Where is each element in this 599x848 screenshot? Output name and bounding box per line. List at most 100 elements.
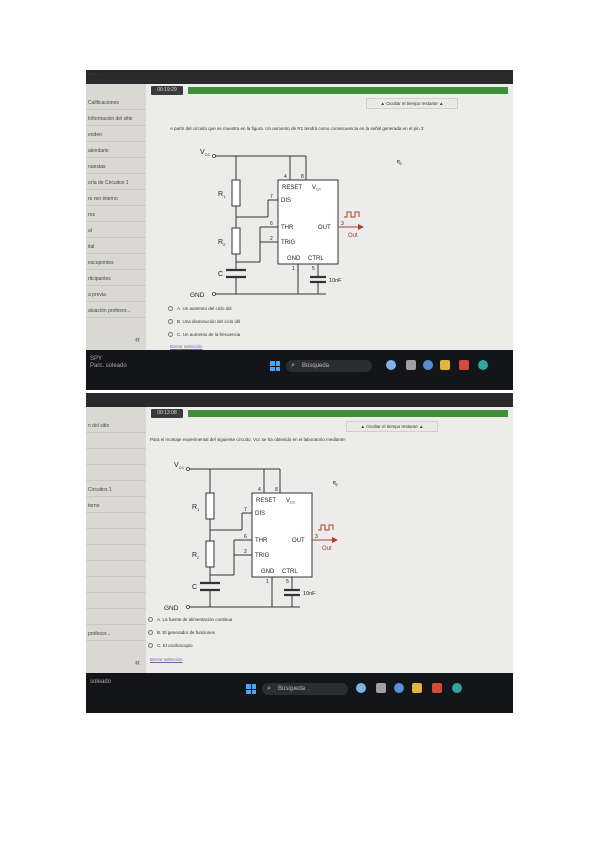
pin-number: 3 [315,534,318,540]
sidebar-item[interactable]: Circuitos 1 [86,484,146,497]
answer-option-c[interactable]: C. Un aumento de la frecuencia [168,332,240,337]
gnd-pin-label: GND [287,256,301,262]
task-view-icon[interactable] [406,360,416,370]
answer-option-b[interactable]: B. Una disminución del ciclo útil [168,319,240,324]
answer-option-c[interactable]: C. El osciloscopio [148,643,193,648]
browser-tab[interactable]: · · · [90,72,100,78]
mouse-cursor-icon: ⇖ [332,479,339,488]
hide-timer-button[interactable]: ▲ Ocultar el tiempo restante ▲ [346,421,438,432]
mouse-cursor-icon: ⇖ [396,158,403,167]
browser-tab-bar: · · · [86,70,513,84]
gnd-pin-label: GND [261,569,275,575]
photo-2: n del sitio Circuitos 1 terno profesor..… [86,393,513,713]
taskbar: soleado ⌕Búsqueda [86,673,513,713]
sidebar-item[interactable]: endeo [86,129,146,142]
taskbar-search[interactable]: ⌕Búsqueda [286,360,372,372]
sidebar-item[interactable]: rticipantes [86,273,146,286]
windows-start-icon[interactable] [246,684,256,694]
radio-icon[interactable] [148,617,153,622]
chat-icon[interactable] [386,360,396,370]
sidebar-item[interactable] [86,516,146,529]
pin-number: 4 [284,174,287,180]
sidebar-item[interactable]: a previa [86,289,146,302]
sidebar-item[interactable]: al [86,225,146,238]
sidebar-item[interactable]: terno [86,500,146,513]
sidebar-item[interactable] [86,452,146,465]
out-signal-label: Out [348,233,358,239]
file-explorer-icon[interactable] [412,683,422,693]
task-view-icon[interactable] [376,683,386,693]
sidebar-item[interactable]: Calificaciones [86,97,146,110]
weather-widget[interactable]: SPY Parc. soleado [90,356,127,369]
sidebar-item[interactable]: ros [86,209,146,222]
sidebar-item[interactable]: oría de Circuitos 1 [86,177,146,190]
sidebar-item[interactable] [86,580,146,593]
sidebar: Calificaciones Información del sitio end… [86,84,146,350]
sidebar-item[interactable]: escupontes [86,257,146,270]
windows-start-icon[interactable] [270,361,280,371]
taskbar: SPY Parc. soleado ⌕Búsqueda [86,350,513,390]
photo-1: · · · Calificaciones Información del sit… [86,70,513,390]
search-icon: ⌕ [267,685,271,692]
circuit-diagram-555: VCC R1 R2 C GND RESET VCC DIS THR TRIG O… [164,462,338,612]
sidebar-item[interactable]: ital [86,241,146,254]
vcc-pin-label: VCC [312,185,322,192]
r2-label: R2 [218,239,226,247]
collapse-sidebar-icon[interactable]: « [134,334,140,344]
radio-icon[interactable] [168,306,173,311]
radio-icon[interactable] [148,630,153,635]
r1-label: R1 [218,191,226,199]
answer-option-a[interactable]: A. Un aumento del ciclo útil [168,306,232,311]
sidebar-item[interactable]: aluación profesor... [86,305,146,318]
radio-icon[interactable] [148,643,153,648]
sidebar-item[interactable]: profesor... [86,628,146,641]
trig-pin-label: TRIG [255,553,270,559]
answer-option-b[interactable]: B. El generador de funciones [148,630,215,635]
taskbar-search[interactable]: ⌕Búsqueda [262,683,348,695]
pin-number: 1 [292,266,295,272]
app-icon[interactable] [394,683,404,693]
vcc-label: VCC [200,149,211,157]
sidebar-item[interactable]: n del sitio [86,420,146,433]
clear-choice-link[interactable]: Borrar selección [150,657,183,662]
timer: 00:13:08 [151,409,183,418]
chat-icon[interactable] [356,683,366,693]
answer-option-a[interactable]: A. La fuente de alimentación continua [148,617,232,622]
sidebar-item[interactable] [86,548,146,561]
pin-number: 7 [244,507,247,513]
circuit-diagram-555: VCC R1 R2 C GND RESET VCC DIS THR TRIG O… [190,149,364,299]
weather-widget[interactable]: soleado [90,679,112,685]
sidebar-item[interactable] [86,532,146,545]
pin-number: 3 [341,221,344,227]
sidebar-item[interactable] [86,436,146,449]
sidebar-item[interactable] [86,612,146,625]
r1-label: R1 [192,504,200,512]
vcc-label: VCC [174,462,185,470]
sidebar-item[interactable]: ro reo interno [86,193,146,206]
quiz-main: 00:13:08 ▲ Ocultar el tiempo restante ▲ … [146,407,513,673]
hide-timer-button[interactable]: ▲ Ocultar el tiempo restante ▲ [366,98,458,109]
sidebar-item[interactable] [86,564,146,577]
sidebar-item[interactable] [86,596,146,609]
brave-browser-icon[interactable] [459,360,469,370]
sidebar-item[interactable]: nuestas [86,161,146,174]
file-explorer-icon[interactable] [440,360,450,370]
edge-browser-icon[interactable] [478,360,488,370]
radio-icon[interactable] [168,332,173,337]
clear-choice-link[interactable]: Borrar selección [170,344,203,349]
brave-browser-icon[interactable] [432,683,442,693]
pin-number: 7 [270,194,273,200]
sidebar-item[interactable]: alendario [86,145,146,158]
app-icon[interactable] [423,360,433,370]
question-text: Para el montaje experimental del siguien… [150,437,346,442]
sidebar-item[interactable]: Información del sitio [86,113,146,126]
edge-browser-icon[interactable] [452,683,462,693]
collapse-sidebar-icon[interactable]: « [134,657,140,667]
pin-number: 5 [286,579,289,585]
vcc-pin-label: VCC [286,498,296,505]
quiz-main: 00:19:29 ▲ Ocultar el tiempo restante ▲ … [146,84,513,350]
gnd-label: GND [164,605,179,612]
sidebar-item[interactable] [86,468,146,481]
radio-icon[interactable] [168,319,173,324]
timer-progress-bar [188,410,508,417]
